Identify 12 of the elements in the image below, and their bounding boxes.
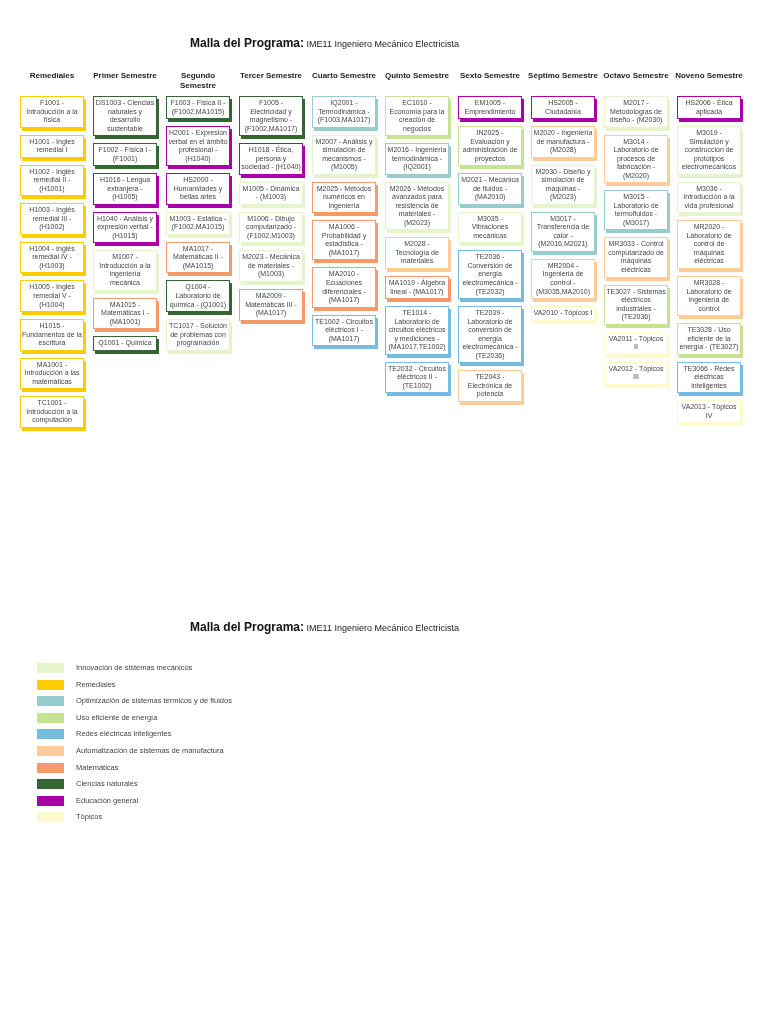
column-header: Tercer Semestre [238,71,304,82]
section-heading: Malla del Programa: IME11 Ingeniero Mecánico Electricista [190,620,459,634]
column-header: Quinto Semestre [384,71,450,82]
column-header: Segundo Semestre [179,71,217,92]
column-header: Sexto Semestre [459,71,521,82]
column-header: Octavo Semestre [602,71,670,82]
column-header: Cuarto Semestre [311,71,377,82]
column-header: Primer Semestre [92,71,158,82]
column-header: Noveno Semestre [674,71,744,82]
diagram-title: Malla del Programa: IME11 Ingeniero Mecánico Electricista [190,36,459,50]
column-header: Remediales [28,71,76,82]
column-header: Séptimo Semestre [528,71,598,82]
